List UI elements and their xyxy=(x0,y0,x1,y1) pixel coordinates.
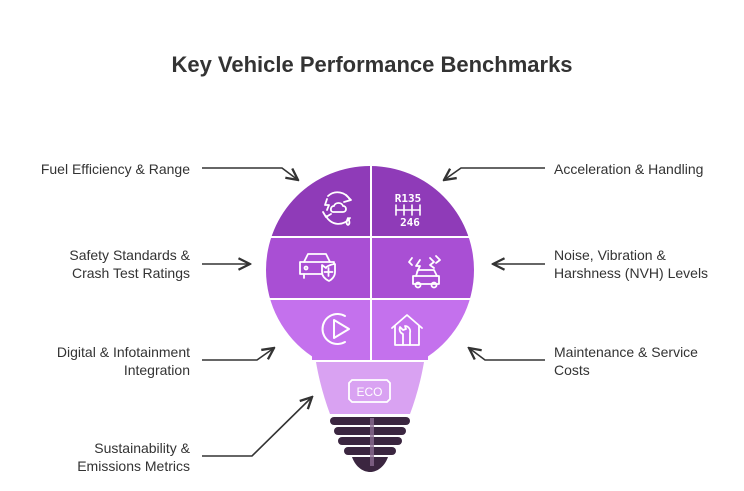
gear-top-text: R135 xyxy=(395,192,422,205)
connector-arrows xyxy=(202,167,545,457)
page-title: Key Vehicle Performance Benchmarks xyxy=(171,52,573,77)
section-middle-right xyxy=(372,238,474,298)
gear-shift-icon: R135 246 xyxy=(395,192,422,229)
section-top-left xyxy=(266,166,370,236)
arrow-maintenance xyxy=(469,348,545,361)
gear-bottom-text: 246 xyxy=(400,216,420,229)
label-safety: Safety Standards & Crash Test Ratings xyxy=(69,247,190,281)
section-middle-left xyxy=(266,238,370,298)
car-vibration-icon xyxy=(408,255,441,289)
digital-play-icon xyxy=(321,313,350,345)
section-neck xyxy=(316,362,424,414)
arrow-acceleration xyxy=(444,167,545,180)
house-wrench-icon xyxy=(391,314,423,346)
label-sustainability: Sustainability & Emissions Metrics xyxy=(77,440,190,474)
section-lower-left xyxy=(266,300,370,360)
arrow-digital xyxy=(202,348,274,361)
section-lower-right xyxy=(372,300,474,360)
car-shield-icon xyxy=(299,253,336,282)
arrow-fuel xyxy=(202,167,298,180)
eco-badge-text: ECO xyxy=(356,385,382,399)
label-fuel-efficiency: Fuel Efficiency & Range xyxy=(40,161,190,177)
label-maintenance: Maintenance & Service Costs xyxy=(554,344,698,378)
label-nvh: Noise, Vibration & Harshness (NVH) Level… xyxy=(554,247,709,281)
fuel-cycle-icon xyxy=(322,191,352,226)
bulb-body xyxy=(266,166,474,360)
section-top-right xyxy=(372,166,474,236)
bulb-base xyxy=(330,417,410,472)
eco-badge-icon: ECO xyxy=(348,379,391,403)
label-digital: Digital & Infotainment Integration xyxy=(56,344,190,378)
arrow-sustainability xyxy=(202,397,312,457)
label-acceleration: Acceleration & Handling xyxy=(554,161,704,177)
